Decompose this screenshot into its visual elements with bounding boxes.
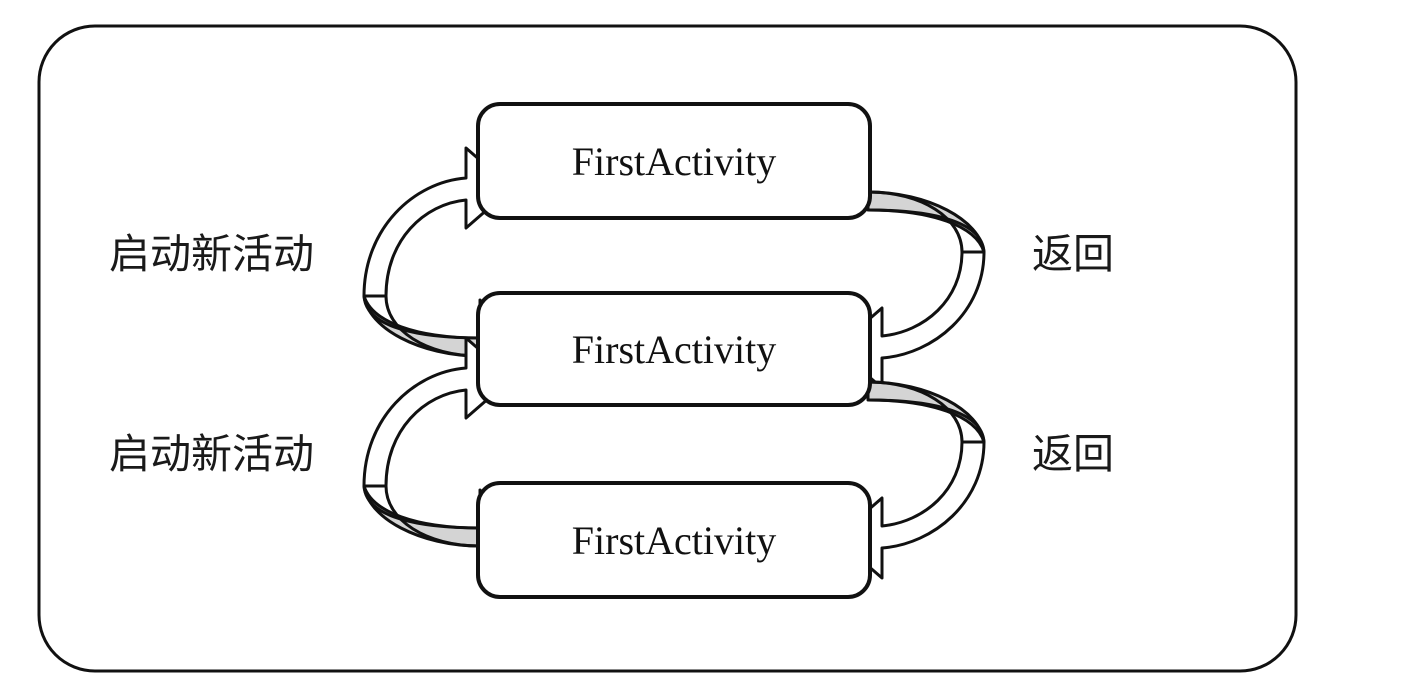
- box-middle[interactable]: FirstActivity: [476, 291, 872, 407]
- box-bottom-rect: [476, 481, 872, 599]
- arrow-start-lower-outer-curve: [362, 485, 481, 530]
- label-start-new-activity-upper: 启动新活动: [109, 230, 314, 278]
- arrow-back-lower-inner-curve: [867, 380, 964, 443]
- label-start-new-activity-lower: 启动新活动: [109, 430, 314, 478]
- box-middle-label: FirstActivity: [572, 327, 776, 372]
- label-return-upper: 返回: [1032, 230, 1114, 278]
- arrow-back-lower-outer-curve: [867, 398, 986, 443]
- box-bottom[interactable]: FirstActivity: [476, 481, 872, 599]
- arrow-back-upper-inner-curve: [867, 190, 964, 253]
- box-top[interactable]: FirstActivity: [476, 102, 872, 220]
- box-middle-rect: [476, 291, 872, 407]
- arrow-back-lower: [834, 360, 986, 580]
- arrow-start-lower-inner-curve: [384, 485, 481, 548]
- box-top-label: FirstActivity: [572, 139, 776, 184]
- arrow-start-upper-outer-curve: [362, 295, 481, 340]
- arrow-back-upper-outer-curve: [867, 208, 986, 253]
- arrow-start-upper-inner-curve: [384, 295, 481, 358]
- label-return-lower: 返回: [1032, 430, 1114, 478]
- box-top-rect: [476, 102, 872, 220]
- box-bottom-label: FirstActivity: [572, 518, 776, 563]
